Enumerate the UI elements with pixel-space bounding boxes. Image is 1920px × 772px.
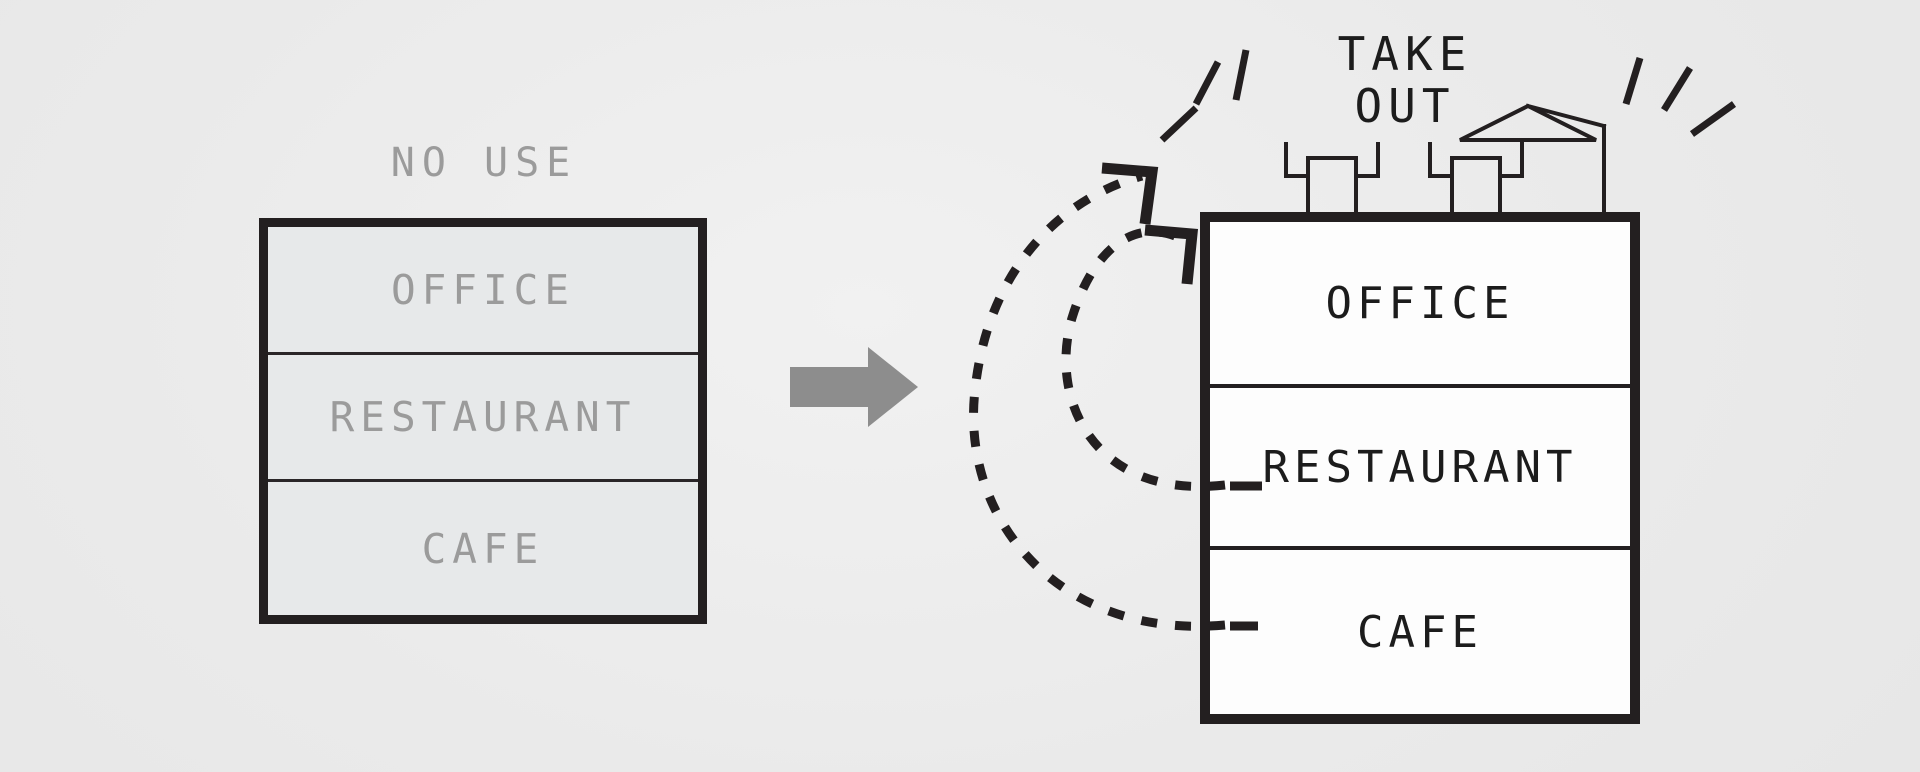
before-floor-restaurant: RESTAURANT	[268, 352, 698, 482]
take-out-caption-line-1: TAKE	[1337, 27, 1473, 81]
before-floor-office: OFFICE	[268, 227, 698, 352]
before-floor-office-label: OFFICE	[390, 265, 576, 314]
before-floor-cafe-label: CAFE	[421, 524, 545, 573]
sparkle-line	[1192, 60, 1222, 106]
sparkle-line	[1661, 66, 1693, 112]
after-floor-office-label: OFFICE	[1325, 277, 1515, 329]
after-floor-cafe: CAFE	[1210, 550, 1630, 714]
sparkle-line	[1159, 105, 1199, 143]
after-floor-restaurant-label: RESTAURANT	[1262, 441, 1578, 493]
before-building: OFFICE RESTAURANT CAFE	[259, 218, 707, 624]
sparkle-line	[1232, 49, 1250, 101]
after-floor-office: OFFICE	[1210, 222, 1630, 384]
transition-arrow	[790, 345, 920, 430]
rooftop-table-set-1	[1284, 142, 1380, 214]
after-building: OFFICE RESTAURANT CAFE	[1200, 212, 1640, 724]
after-building-group: OFFICE RESTAURANT CAFE	[1200, 212, 1640, 727]
before-building-group: NO USE OFFICE RESTAURANT CAFE	[259, 140, 709, 624]
take-out-caption: TAKE OUT	[1290, 28, 1520, 132]
after-floor-restaurant: RESTAURANT	[1210, 384, 1630, 550]
sparkle-line	[1689, 101, 1737, 137]
before-floor-cafe: CAFE	[268, 482, 698, 615]
after-floor-cafe-label: CAFE	[1357, 606, 1483, 658]
flow-arrowheads	[1101, 162, 1199, 285]
arrowhead-outer	[1101, 162, 1159, 225]
right-arrow-icon	[790, 347, 918, 427]
take-out-caption-line-2: OUT	[1354, 79, 1456, 133]
no-use-caption: NO USE	[390, 140, 578, 186]
sparkle-lines-left	[1159, 49, 1250, 143]
sparkle-line	[1622, 56, 1644, 106]
arrowhead-inner	[1144, 224, 1199, 285]
rooftop-table-set-2	[1428, 142, 1524, 214]
sparkle-lines-right	[1622, 56, 1737, 137]
before-floor-restaurant-label: RESTAURANT	[329, 393, 637, 441]
flow-arrow-outer	[969, 171, 1226, 631]
flow-arrows	[969, 171, 1226, 631]
